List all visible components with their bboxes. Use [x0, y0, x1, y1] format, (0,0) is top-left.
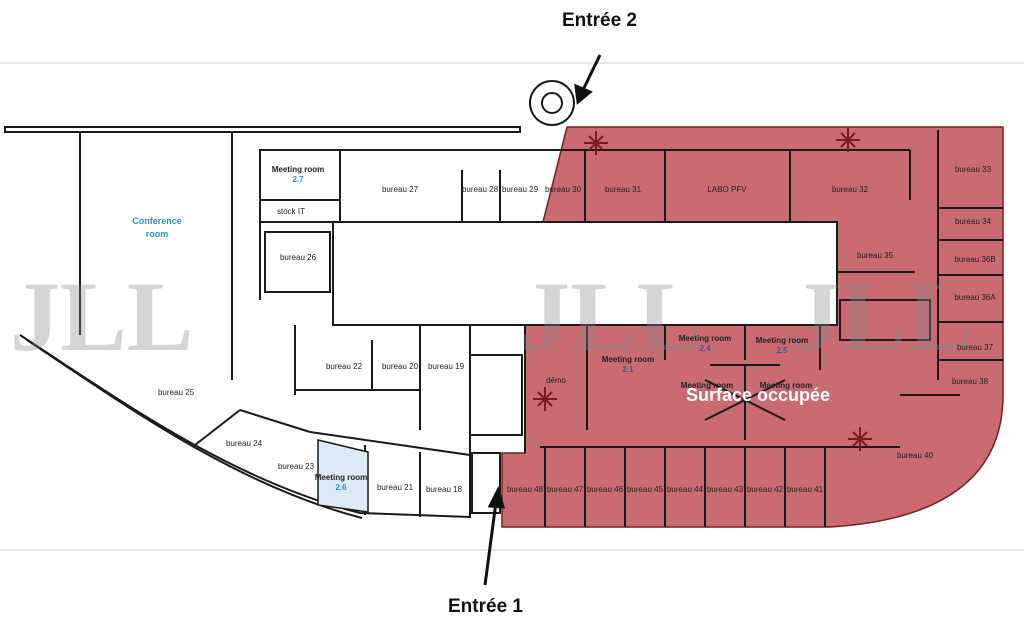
conference-room-label: room [146, 229, 169, 239]
occupied-surface-label: Surface occupée [686, 385, 830, 405]
conference-room-label: Conference [132, 216, 182, 226]
stock-it-label: stock IT [277, 207, 305, 216]
bureau-21-label: bureau 21 [377, 483, 414, 492]
meeting-room-2-6-area [317, 439, 369, 513]
entree-2-arrow [580, 54, 602, 93]
meeting-room-2-1-label: Meeting room [602, 355, 654, 364]
bureau-24-label: bureau 24 [226, 439, 263, 448]
sparkle-icon [584, 131, 608, 155]
meeting-room-2-5-number: 2.5 [776, 346, 788, 355]
demo-label: démo [546, 376, 567, 385]
entree-2-label: Entrée 2 [562, 10, 637, 31]
bureau-22-label: bureau 22 [326, 362, 363, 371]
bureau-35-label: bureau 35 [857, 251, 894, 260]
watermark-text: JLL [10, 261, 193, 372]
watermark-text: JLL [520, 261, 703, 372]
bureau-26-label: bureau 26 [280, 253, 317, 262]
bureau-47-label: bureau 47 [547, 485, 584, 494]
meeting-room-2-7-number: 2.7 [292, 175, 304, 184]
entrance-arrows [483, 54, 602, 586]
bureau-20-label: bureau 20 [382, 362, 419, 371]
meeting-room-2-6-number: 2.6 [335, 483, 347, 492]
meeting-room-2-2-label: Meeting room [681, 381, 733, 390]
bureau-44-label: bureau 44 [667, 485, 704, 494]
bureau-43-label: bureau 43 [707, 485, 744, 494]
sparkle-icon [533, 387, 557, 411]
bureau-23-label: bureau 23 [278, 462, 315, 471]
bureau-18-label: bureau 18 [426, 485, 463, 494]
meeting-room-2-1-number: 2.1 [622, 365, 634, 374]
meeting-room-2-4-label: Meeting room [679, 334, 731, 343]
arrow-head-icon [574, 83, 593, 105]
meeting-room-2-6-label: Meeting room [315, 473, 367, 482]
meeting-room-2-7-label: Meeting room [272, 165, 324, 174]
room-labels: Conference room Meeting room 2.7 stock I… [132, 165, 996, 494]
bureau-37-label: bureau 37 [957, 343, 994, 352]
bureau-45-label: bureau 45 [627, 485, 664, 494]
sparkle-icon [836, 128, 860, 152]
jll-watermark: JLL JLL JLL [10, 261, 973, 372]
bureau-29-label: bureau 29 [502, 185, 539, 194]
meeting-room-2-3-label: Meeting room [760, 381, 812, 390]
bureau-28-label: bureau 28 [462, 185, 499, 194]
entree-1-arrow [483, 501, 498, 586]
bureau-30-label: bureau 30 [545, 185, 582, 194]
bureau-36b-label: bureau 36B [954, 255, 995, 264]
sparkle-icons [533, 128, 872, 451]
labo-pfv-label: LABO PFV [707, 185, 747, 194]
bureau-36a-label: bureau 36A [954, 293, 996, 302]
bureau-25-label: bureau 25 [158, 388, 195, 397]
bureau-33-label: bureau 33 [955, 165, 992, 174]
bureau-32-label: bureau 32 [832, 185, 869, 194]
bureau-38-label: bureau 38 [952, 377, 989, 386]
bureau-41-label: bureau 41 [787, 485, 824, 494]
sparkle-icon [848, 427, 872, 451]
bureau-27-label: bureau 27 [382, 185, 419, 194]
arrow-head-icon [487, 485, 506, 509]
bureau-34-label: bureau 34 [955, 217, 992, 226]
meeting-room-2-5-label: Meeting room [756, 336, 808, 345]
bureau-42-label: bureau 42 [747, 485, 784, 494]
meeting-room-2-4-number: 2.4 [699, 344, 711, 353]
bureau-46-label: bureau 46 [587, 485, 624, 494]
entree-1-label: Entrée 1 [448, 596, 523, 617]
bureau-48-label: bureau 48 [507, 485, 544, 494]
bureau-19-label: bureau 19 [428, 362, 465, 371]
bureau-40-label: bureau 40 [897, 451, 934, 460]
watermark-text: JLL [790, 261, 973, 372]
building-walls [4, 80, 1003, 527]
bureau-31-label: bureau 31 [605, 185, 642, 194]
